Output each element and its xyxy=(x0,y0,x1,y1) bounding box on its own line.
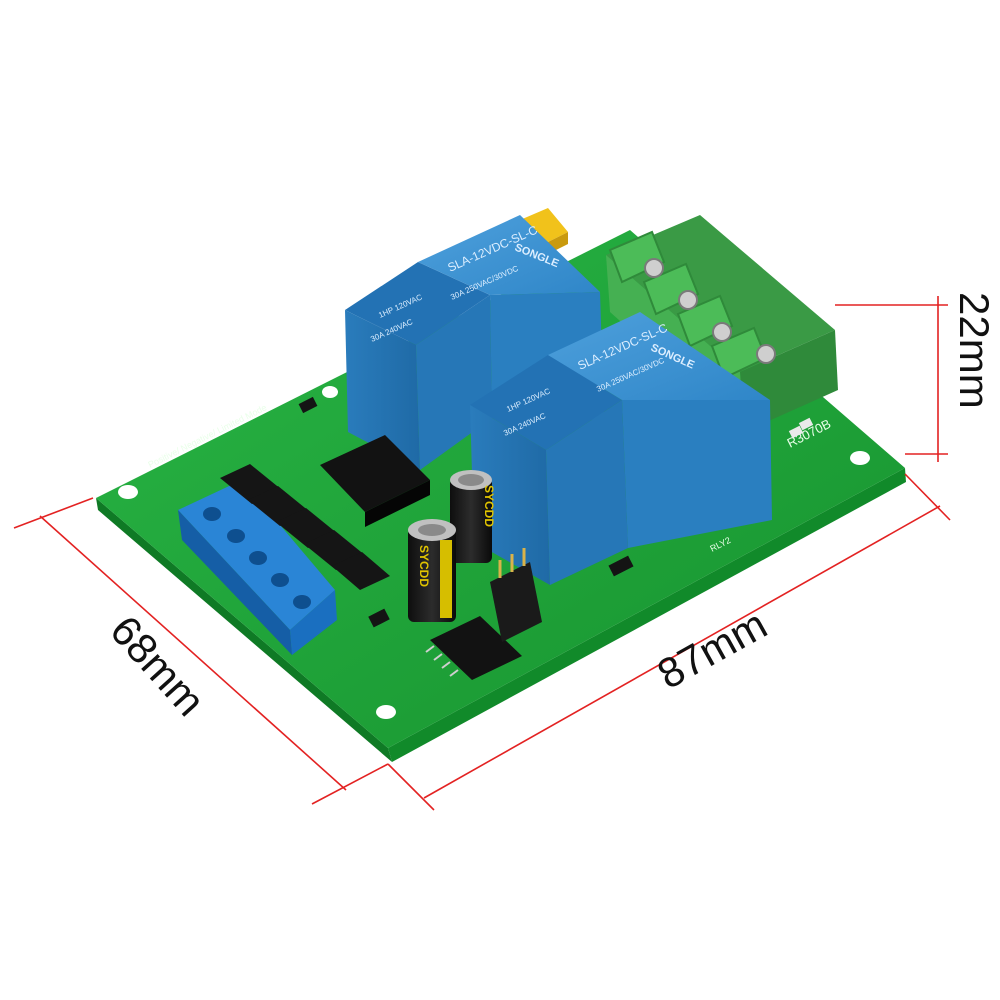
voltage-regulator-chip xyxy=(320,435,430,527)
electrolytic-capacitor: SYCDD xyxy=(408,519,456,622)
input-terminal-block xyxy=(178,480,337,655)
mounting-hole xyxy=(850,451,870,465)
dimension-lines xyxy=(13,296,951,811)
smd-component xyxy=(298,396,634,628)
mounting-hole xyxy=(376,705,396,719)
driver-ic-chip xyxy=(425,616,522,680)
height-dimension-label: 22mm xyxy=(951,292,998,409)
width-dimension-label: 68mm xyxy=(101,607,214,725)
relay-2: SLA-12VDC-SL-C SONGLE 30A 250VAC/30VDC 1… xyxy=(470,312,772,585)
electrolytic-capacitor: SYCDD xyxy=(450,470,496,563)
capacitor-brand: SYCDD xyxy=(482,485,496,527)
optocoupler-row xyxy=(220,464,390,590)
jumper-pin-header xyxy=(490,548,542,642)
status-led xyxy=(788,417,814,439)
mounting-hole xyxy=(118,485,138,499)
capacitor-brand: SYCDD xyxy=(417,545,431,587)
terminal-screw-hole xyxy=(203,507,311,609)
terminal-screw xyxy=(644,258,776,364)
length-dimension-label: 87mm xyxy=(650,600,775,698)
mounting-hole xyxy=(322,386,338,398)
